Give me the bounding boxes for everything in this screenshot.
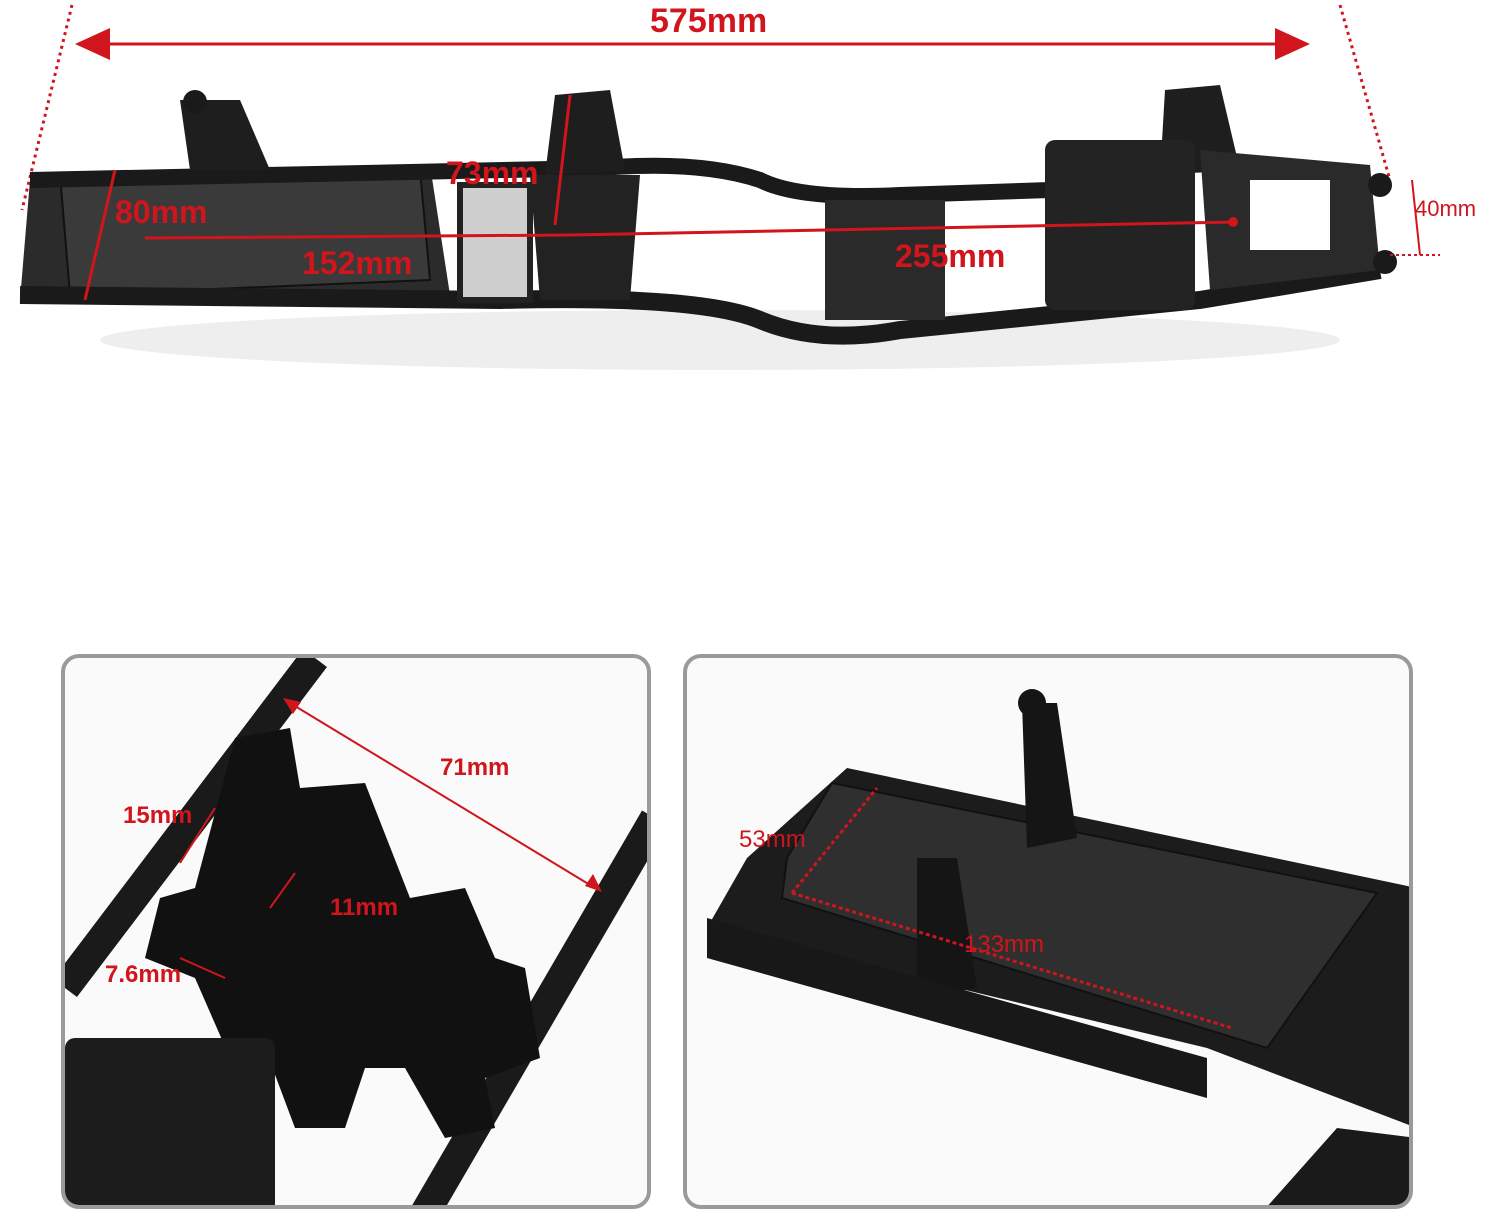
dimension-label-front-plate-width: 80mm (115, 194, 208, 230)
dimension-label-slot-a: 15mm (123, 802, 193, 829)
carbon-plate-illustration (707, 689, 1409, 1205)
dimension-label-shock-mount-height: 73mm (446, 155, 539, 191)
dimension-label-frame-width: 71mm (440, 754, 510, 781)
dimension-label-plate-width: 53mm (739, 826, 806, 853)
skid-plate-illustration (65, 658, 647, 1205)
dimension-label-front-offset: 152mm (302, 245, 413, 281)
dimension-label-overall-length: 575mm (650, 2, 768, 40)
main-chassis-view: 575mm 80mm 73mm 152mm 255mm 40mm (0, 0, 1500, 400)
detail-panel-carbon-plate: 53mm 133mm (683, 654, 1413, 1209)
dimension-label-wheelbase-section: 255mm (895, 238, 1006, 274)
dimension-label-plate-length: 133mm (964, 931, 1045, 958)
dimension-label-rear-height: 40mm (1415, 196, 1477, 221)
detail-panel-skid-plate: 71mm 15mm 11mm 7.6mm (61, 654, 651, 1209)
chassis-illustration (19, 4, 1440, 370)
dimension-label-tab: 7.6mm (105, 961, 182, 988)
dimension-label-slot-b: 11mm (330, 894, 399, 921)
